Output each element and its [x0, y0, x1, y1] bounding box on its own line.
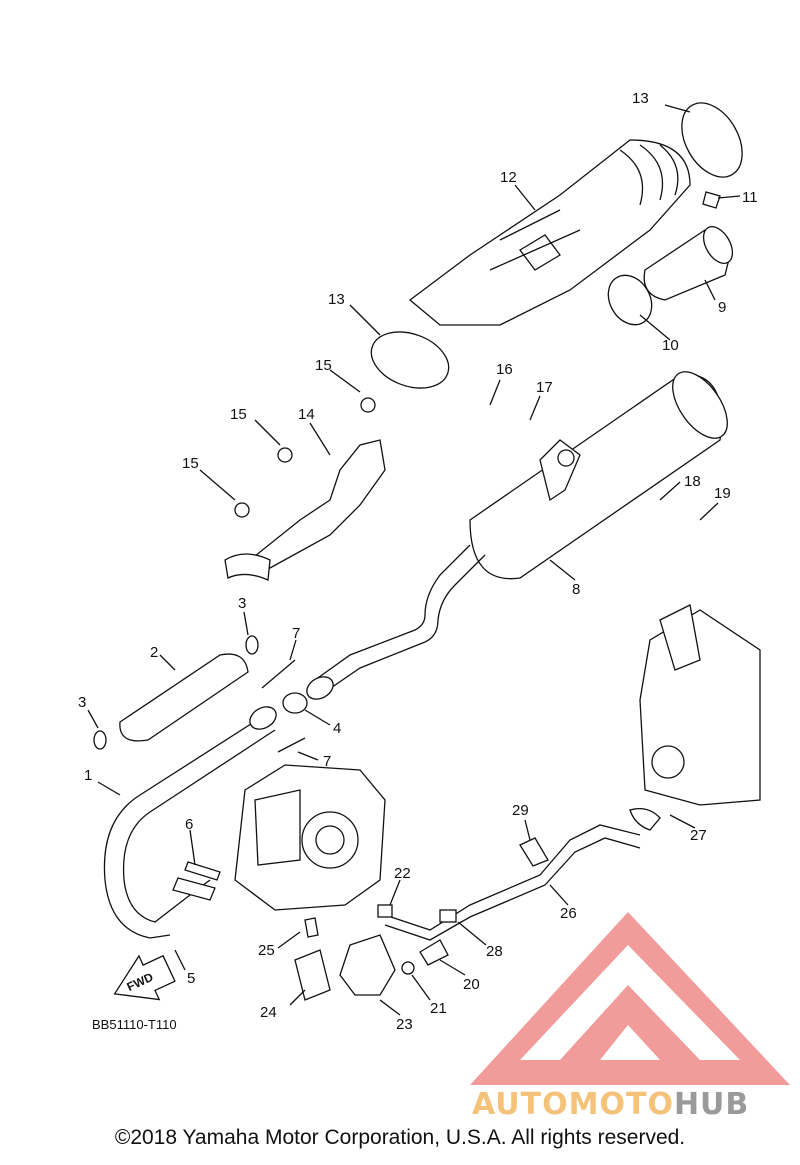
automotohub-watermark: AUTOMOTOHUB [472, 1087, 749, 1122]
callout-10: 10 [662, 337, 679, 354]
callout-labels: 13 12 11 9 10 13 15 14 15 15 16 17 18 19… [78, 90, 758, 1033]
callout-25: 25 [258, 942, 275, 959]
callout-19: 19 [714, 485, 731, 502]
callout-26: 26 [560, 905, 577, 922]
callout-16: 16 [496, 361, 513, 378]
diagram-code: BB51110-T110 [92, 1017, 177, 1032]
callout-15-low: 15 [182, 455, 199, 472]
callout-15-top: 15 [315, 357, 332, 374]
engine-block [234, 764, 386, 911]
callout-13-top: 13 [632, 90, 649, 107]
forward-arrow-icon: FWD [113, 954, 176, 1001]
callout-3-left: 3 [78, 694, 86, 711]
callout-29: 29 [512, 802, 529, 819]
tail-pipe [607, 191, 734, 326]
callout-15-mid: 15 [230, 406, 247, 423]
watermark-part1: AUTOMOTO [472, 1087, 674, 1122]
callout-5: 5 [187, 970, 195, 987]
callout-22: 22 [394, 865, 411, 882]
callout-2: 2 [150, 644, 158, 661]
callout-11: 11 [742, 189, 758, 206]
catalyst-converter [370, 102, 743, 389]
callout-4: 4 [333, 720, 341, 737]
air-injection-system [294, 807, 661, 1001]
callout-24: 24 [260, 1004, 277, 1021]
leader-lines [87, 104, 741, 1016]
callout-7-low: 7 [323, 753, 331, 770]
callout-21: 21 [430, 1000, 447, 1017]
callout-18: 18 [684, 473, 701, 490]
copyright-notice: ©2018 Yamaha Motor Corporation, U.S.A. A… [114, 1126, 686, 1149]
callout-12: 12 [500, 169, 517, 186]
callout-8: 8 [572, 581, 580, 598]
callout-28: 28 [486, 943, 503, 960]
callout-7-top: 7 [292, 625, 300, 642]
callout-6: 6 [185, 816, 193, 833]
muffler [306, 371, 728, 700]
callout-20: 20 [463, 976, 480, 993]
svg-text:AUTOMOTOHUB: AUTOMOTOHUB [472, 1087, 749, 1122]
front-pipe [224, 397, 386, 581]
automotohub-logo [470, 912, 790, 1085]
watermark-part2: HUB [674, 1087, 749, 1122]
callout-1: 1 [84, 767, 92, 784]
callout-23: 23 [396, 1016, 413, 1033]
callout-17: 17 [536, 379, 553, 396]
callout-3-top: 3 [238, 595, 246, 612]
air-box [639, 604, 761, 806]
callout-14: 14 [298, 406, 315, 423]
callout-13-mid: 13 [328, 291, 345, 308]
exhaust-pipe [93, 635, 308, 939]
callout-27: 27 [690, 827, 707, 844]
callout-9: 9 [718, 299, 726, 316]
